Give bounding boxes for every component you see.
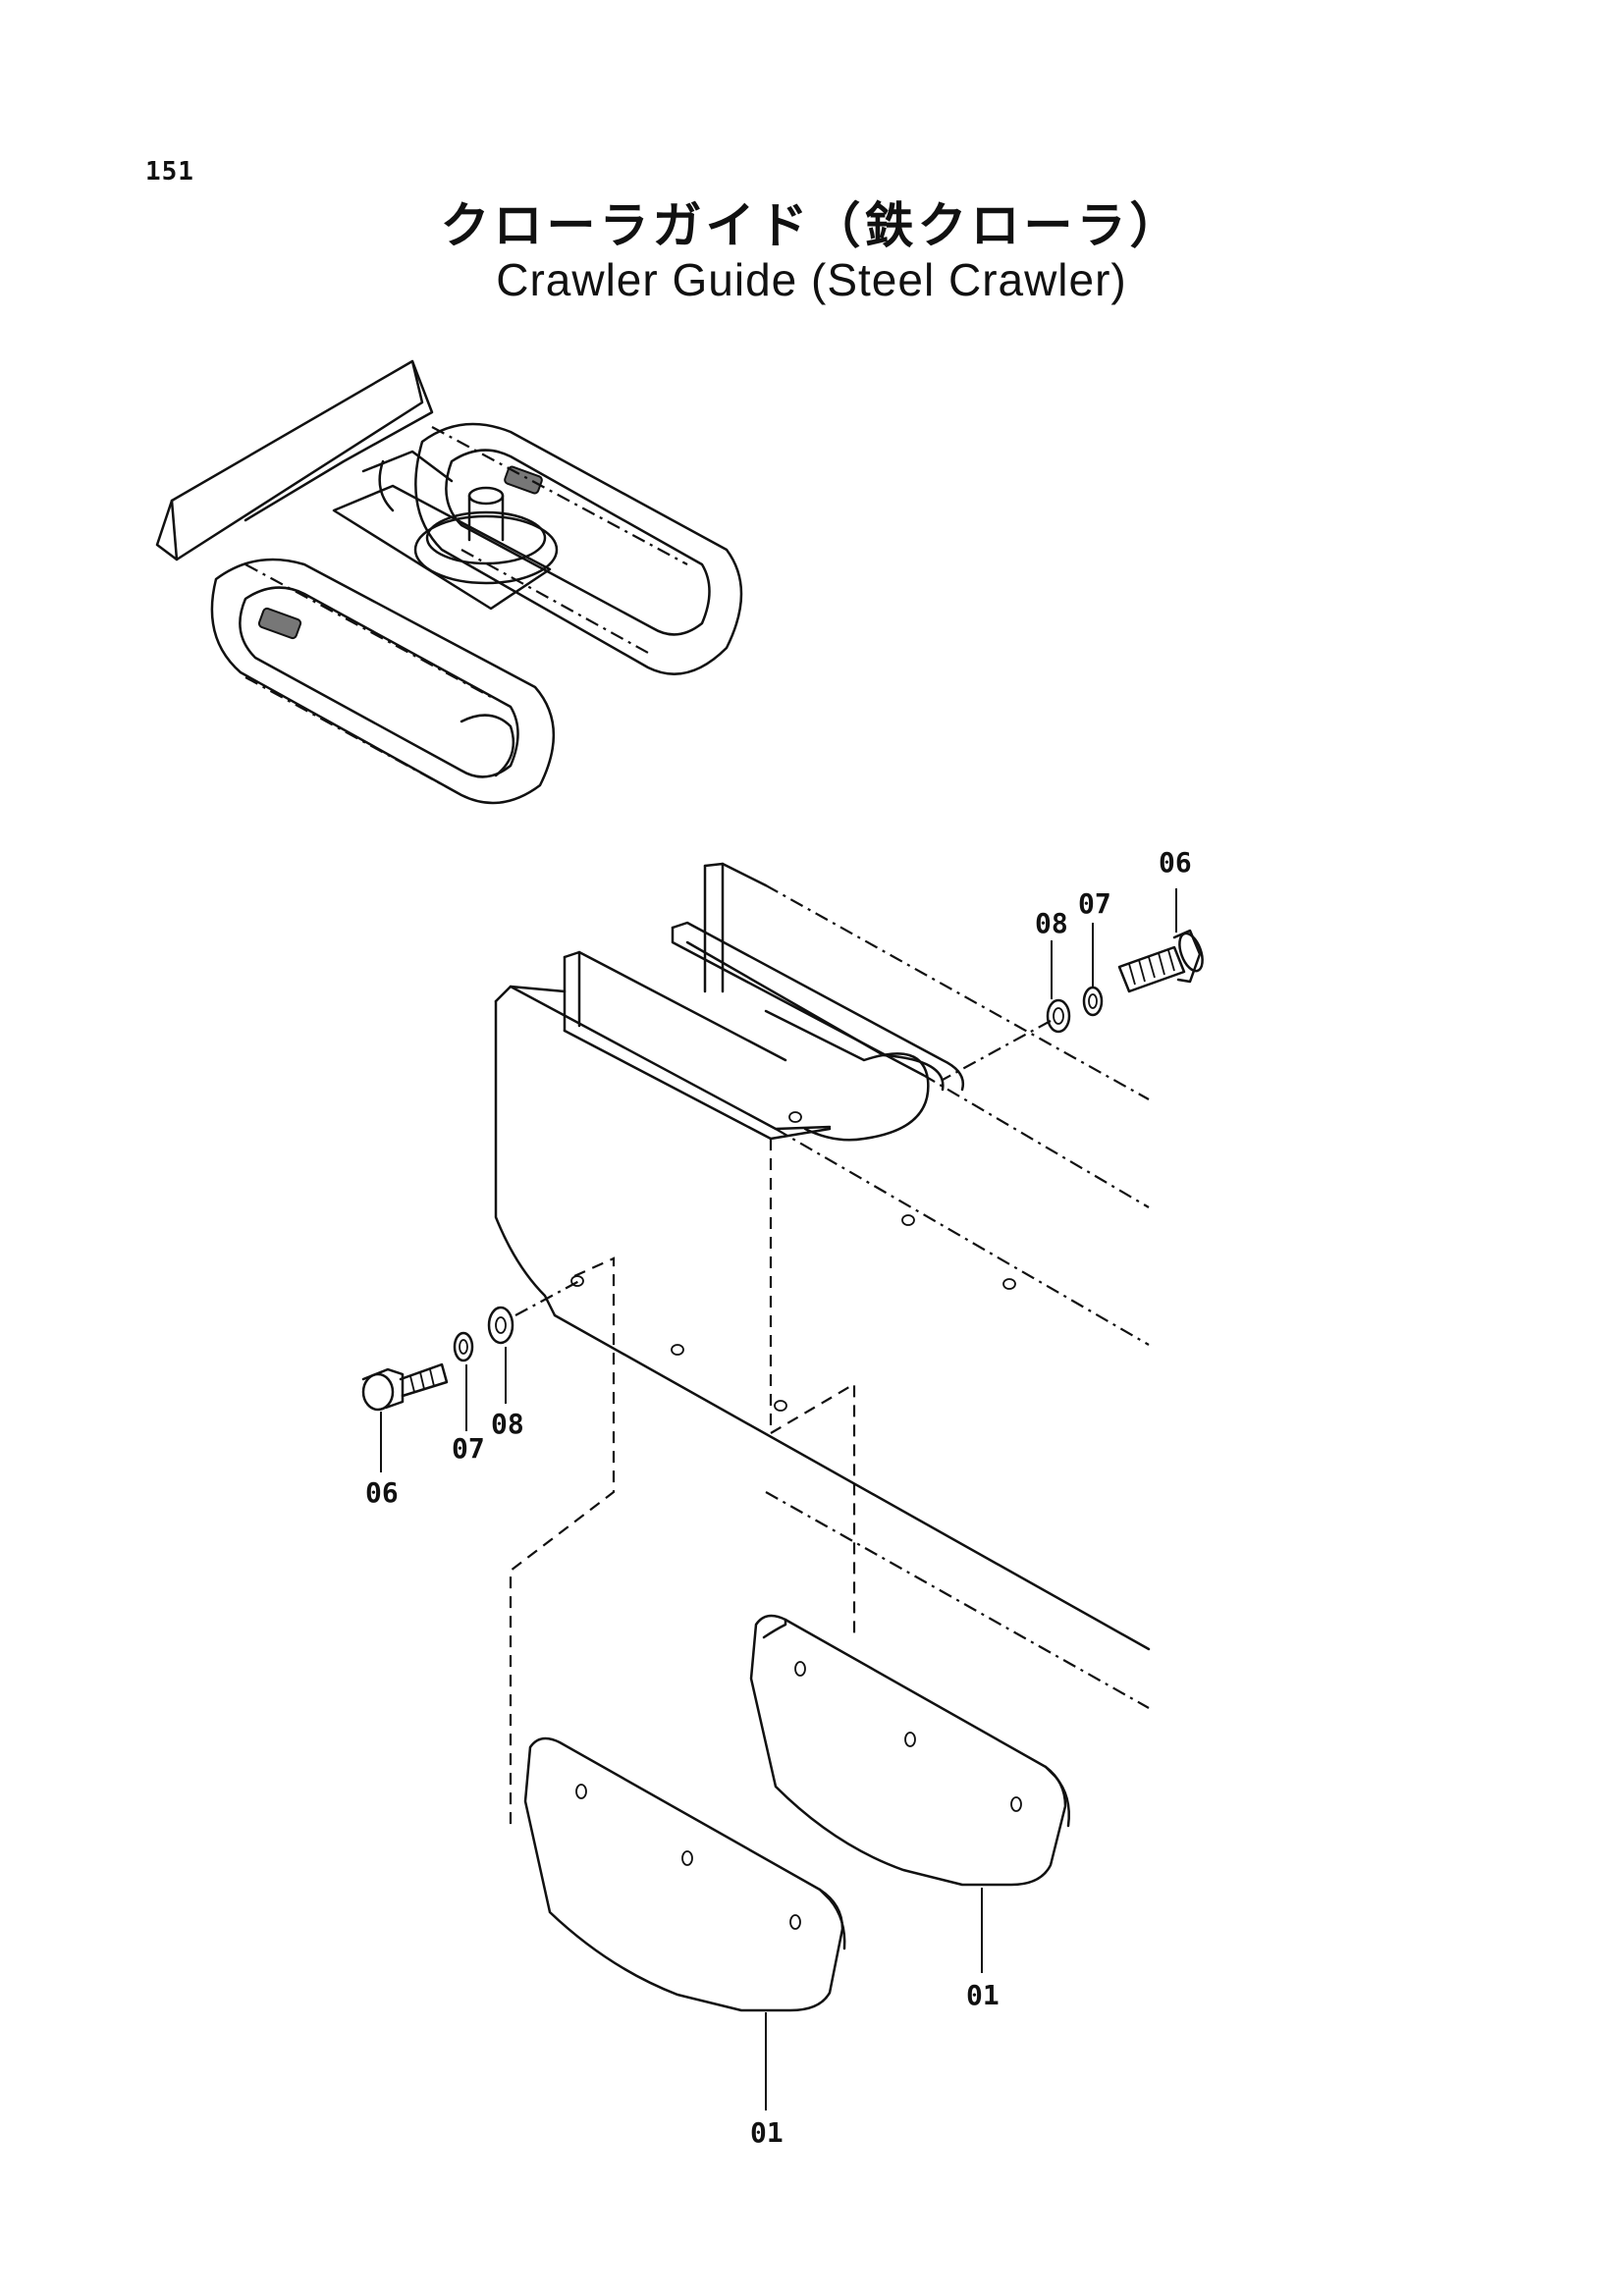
callout-bolt-left: 06 (365, 1476, 399, 1509)
lower-bolt-assembly (361, 1280, 580, 1472)
title-japanese: クローラガイド（鉄クローラ） (440, 197, 1183, 254)
callout-bolt-top: 06 (1159, 846, 1192, 879)
callout-washer-left: 08 (491, 1408, 524, 1440)
crawler-guide-plate-right (749, 1614, 1070, 1973)
callout-washer-top: 08 (1035, 907, 1068, 939)
crawler-guide-plate-left (523, 1736, 846, 2110)
upper-bolt-assembly (942, 888, 1204, 1081)
callout-spring-washer-top: 07 (1078, 887, 1111, 920)
callout-guide-left: 01 (750, 2116, 784, 2149)
page-number: 151 (145, 157, 194, 187)
track-frame-body (494, 862, 1151, 1826)
undercarriage-overview-illustration (155, 359, 743, 805)
callout-spring-washer-left: 07 (452, 1432, 485, 1465)
callout-guide-right: 01 (966, 1979, 1000, 2011)
title-english: Crawler Guide (Steel Crawler) (496, 254, 1127, 305)
